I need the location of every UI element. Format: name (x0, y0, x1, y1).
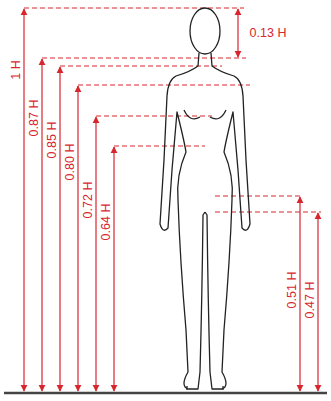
reference-lines (24, 8, 321, 212)
dimension-label: 0.87 H (27, 100, 41, 137)
dimension-label: 0.80 H (63, 144, 77, 181)
ground-line (4, 392, 327, 395)
dimension-label: 0.13 H (250, 26, 287, 40)
dimension-label: 0.64 H (99, 204, 113, 241)
dimension-label: 0.47 H (303, 282, 317, 319)
dimension-label: 0.51 H (285, 272, 299, 309)
dimension-lines (24, 9, 318, 391)
dimension-label: 0.85 H (45, 122, 59, 159)
dimension-label: 1 H (9, 60, 23, 79)
human-figure (160, 8, 250, 390)
dimension-label: 0.72 H (81, 182, 95, 219)
